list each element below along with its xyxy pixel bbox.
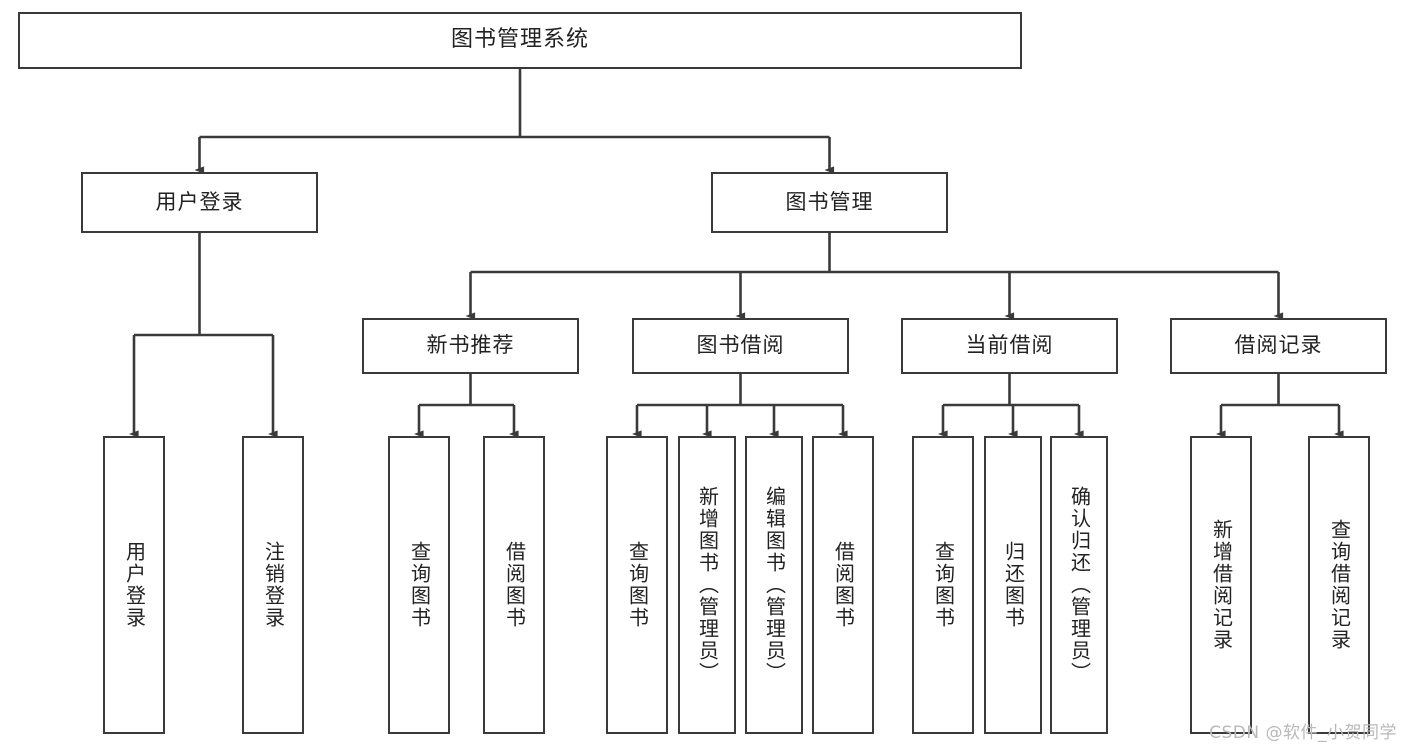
leaf-user-login[interactable]: 用户登录 (103, 436, 165, 734)
leaf-query-book-recommend[interactable]: 查询图书 (388, 436, 450, 734)
node-current-borrow[interactable]: 当前借阅 (901, 318, 1118, 374)
node-new-book-recommend[interactable]: 新书推荐 (362, 318, 579, 374)
leaf-label: 归还图书 (1001, 541, 1026, 629)
leaf-borrow-book-recommend[interactable]: 借阅图书 (483, 436, 545, 734)
leaf-query-book-current[interactable]: 查询图书 (912, 436, 974, 734)
node-book-management[interactable]: 图书管理 (711, 172, 948, 233)
leaf-label: 新增图书（管理员） (695, 486, 720, 684)
node-root[interactable]: 图书管理系统 (18, 12, 1022, 69)
leaf-label: 查询图书 (931, 541, 956, 629)
leaf-label: 查询图书 (407, 541, 432, 629)
leaf-query-book-borrow[interactable]: 查询图书 (606, 436, 668, 734)
leaf-label: 新增借阅记录 (1209, 519, 1234, 651)
leaf-add-borrow-record[interactable]: 新增借阅记录 (1190, 436, 1252, 734)
leaf-label: 编辑图书（管理员） (762, 486, 787, 684)
node-borrow-records[interactable]: 借阅记录 (1170, 318, 1387, 374)
leaf-borrow-book[interactable]: 借阅图书 (812, 436, 874, 734)
leaf-label: 注销登录 (261, 541, 286, 629)
leaf-label: 查询图书 (625, 541, 650, 629)
leaf-label: 借阅图书 (831, 541, 856, 629)
leaf-label: 查询借阅记录 (1327, 519, 1352, 651)
leaf-label: 借阅图书 (502, 541, 527, 629)
leaf-return-book[interactable]: 归还图书 (984, 436, 1042, 734)
leaf-query-borrow-record[interactable]: 查询借阅记录 (1308, 436, 1370, 734)
node-user-login[interactable]: 用户登录 (81, 172, 318, 233)
leaf-logout[interactable]: 注销登录 (242, 436, 304, 734)
leaf-edit-book-admin[interactable]: 编辑图书（管理员） (745, 436, 803, 734)
leaf-confirm-return-admin[interactable]: 确认归还（管理员） (1050, 436, 1108, 734)
node-book-borrow[interactable]: 图书借阅 (632, 318, 849, 374)
leaf-label: 确认归还（管理员） (1067, 486, 1092, 684)
leaf-add-book-admin[interactable]: 新增图书（管理员） (678, 436, 736, 734)
watermark: CSDN @软件_小贺同学 (1209, 723, 1397, 743)
leaf-label: 用户登录 (122, 541, 147, 629)
